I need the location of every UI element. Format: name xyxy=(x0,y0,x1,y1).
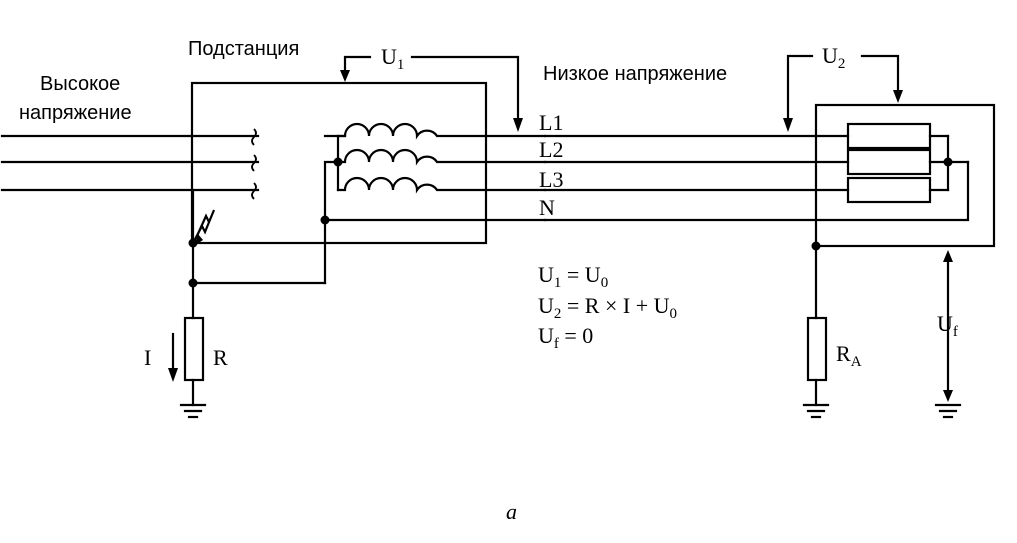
u2-label: U2 xyxy=(822,43,845,72)
u1-measurement xyxy=(340,55,523,132)
transformer-windings xyxy=(320,122,547,285)
load-enclosure xyxy=(814,103,996,248)
high-voltage-label-line1: Высокое xyxy=(40,73,120,95)
resistor-ra xyxy=(806,316,828,382)
load-earthing xyxy=(802,241,830,419)
ra-label: RA xyxy=(836,341,862,370)
figure-caption: a xyxy=(506,499,517,524)
low-voltage-label: Низкое напряжение xyxy=(543,63,727,85)
n-label: N xyxy=(539,195,555,220)
substation-label: Подстанция xyxy=(188,38,299,60)
equation-u2: U2 = R × I + U0 xyxy=(538,293,677,322)
high-voltage-label-line2: напряжение xyxy=(19,102,132,124)
l2-label: L2 xyxy=(539,137,563,162)
low-voltage-lines xyxy=(543,134,970,222)
substation-earthing xyxy=(168,238,327,419)
fault-lightning-icon xyxy=(191,188,216,246)
current-label: I xyxy=(144,345,151,370)
equation-uf: Uf = 0 xyxy=(538,323,593,352)
resistor-r xyxy=(183,316,205,382)
r-label: R xyxy=(213,345,228,370)
u1-label: U1 xyxy=(381,44,404,73)
l1-label: L1 xyxy=(539,110,563,135)
high-voltage-lines xyxy=(0,128,260,200)
u2-measurement xyxy=(783,54,903,132)
uf-label: Uf xyxy=(937,311,958,340)
l3-label: L3 xyxy=(539,167,563,192)
equation-u1: U1 = U0 xyxy=(538,262,608,291)
load-elements xyxy=(846,122,970,204)
uf-measurement xyxy=(934,250,962,419)
